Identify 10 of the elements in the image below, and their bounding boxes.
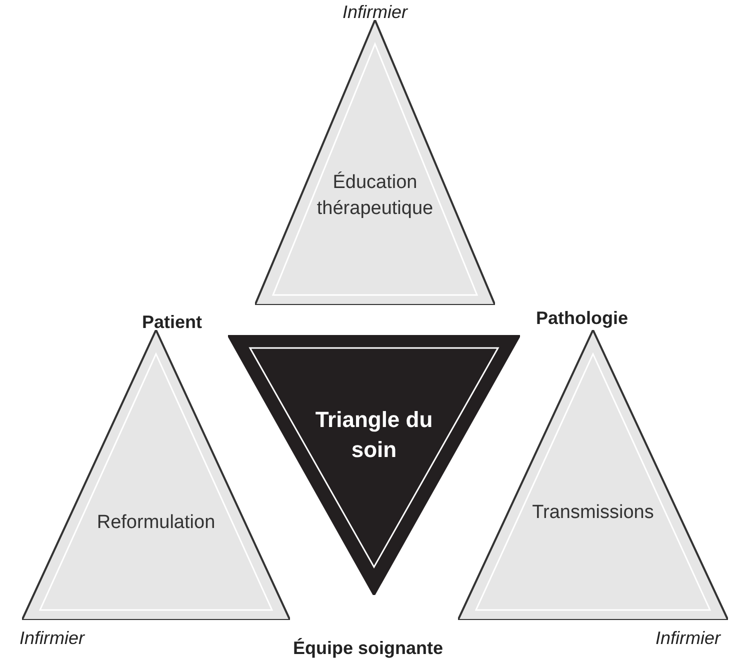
role-label: Infirmier bbox=[342, 2, 408, 23]
vertex-label: Pathologie bbox=[536, 308, 628, 329]
triangle-label: Triangle du soin bbox=[314, 406, 434, 464]
vertex-label: Équipe soignante bbox=[293, 638, 443, 659]
role-label: Infirmier bbox=[656, 628, 720, 649]
triangle-label: Reformulation bbox=[96, 511, 216, 535]
role-label: Infirmier bbox=[20, 628, 84, 649]
triangle-label: Transmissions bbox=[531, 501, 655, 525]
vertex-label: Patient bbox=[142, 312, 202, 333]
triangle-label: Éducation thérapeutique bbox=[316, 170, 434, 221]
